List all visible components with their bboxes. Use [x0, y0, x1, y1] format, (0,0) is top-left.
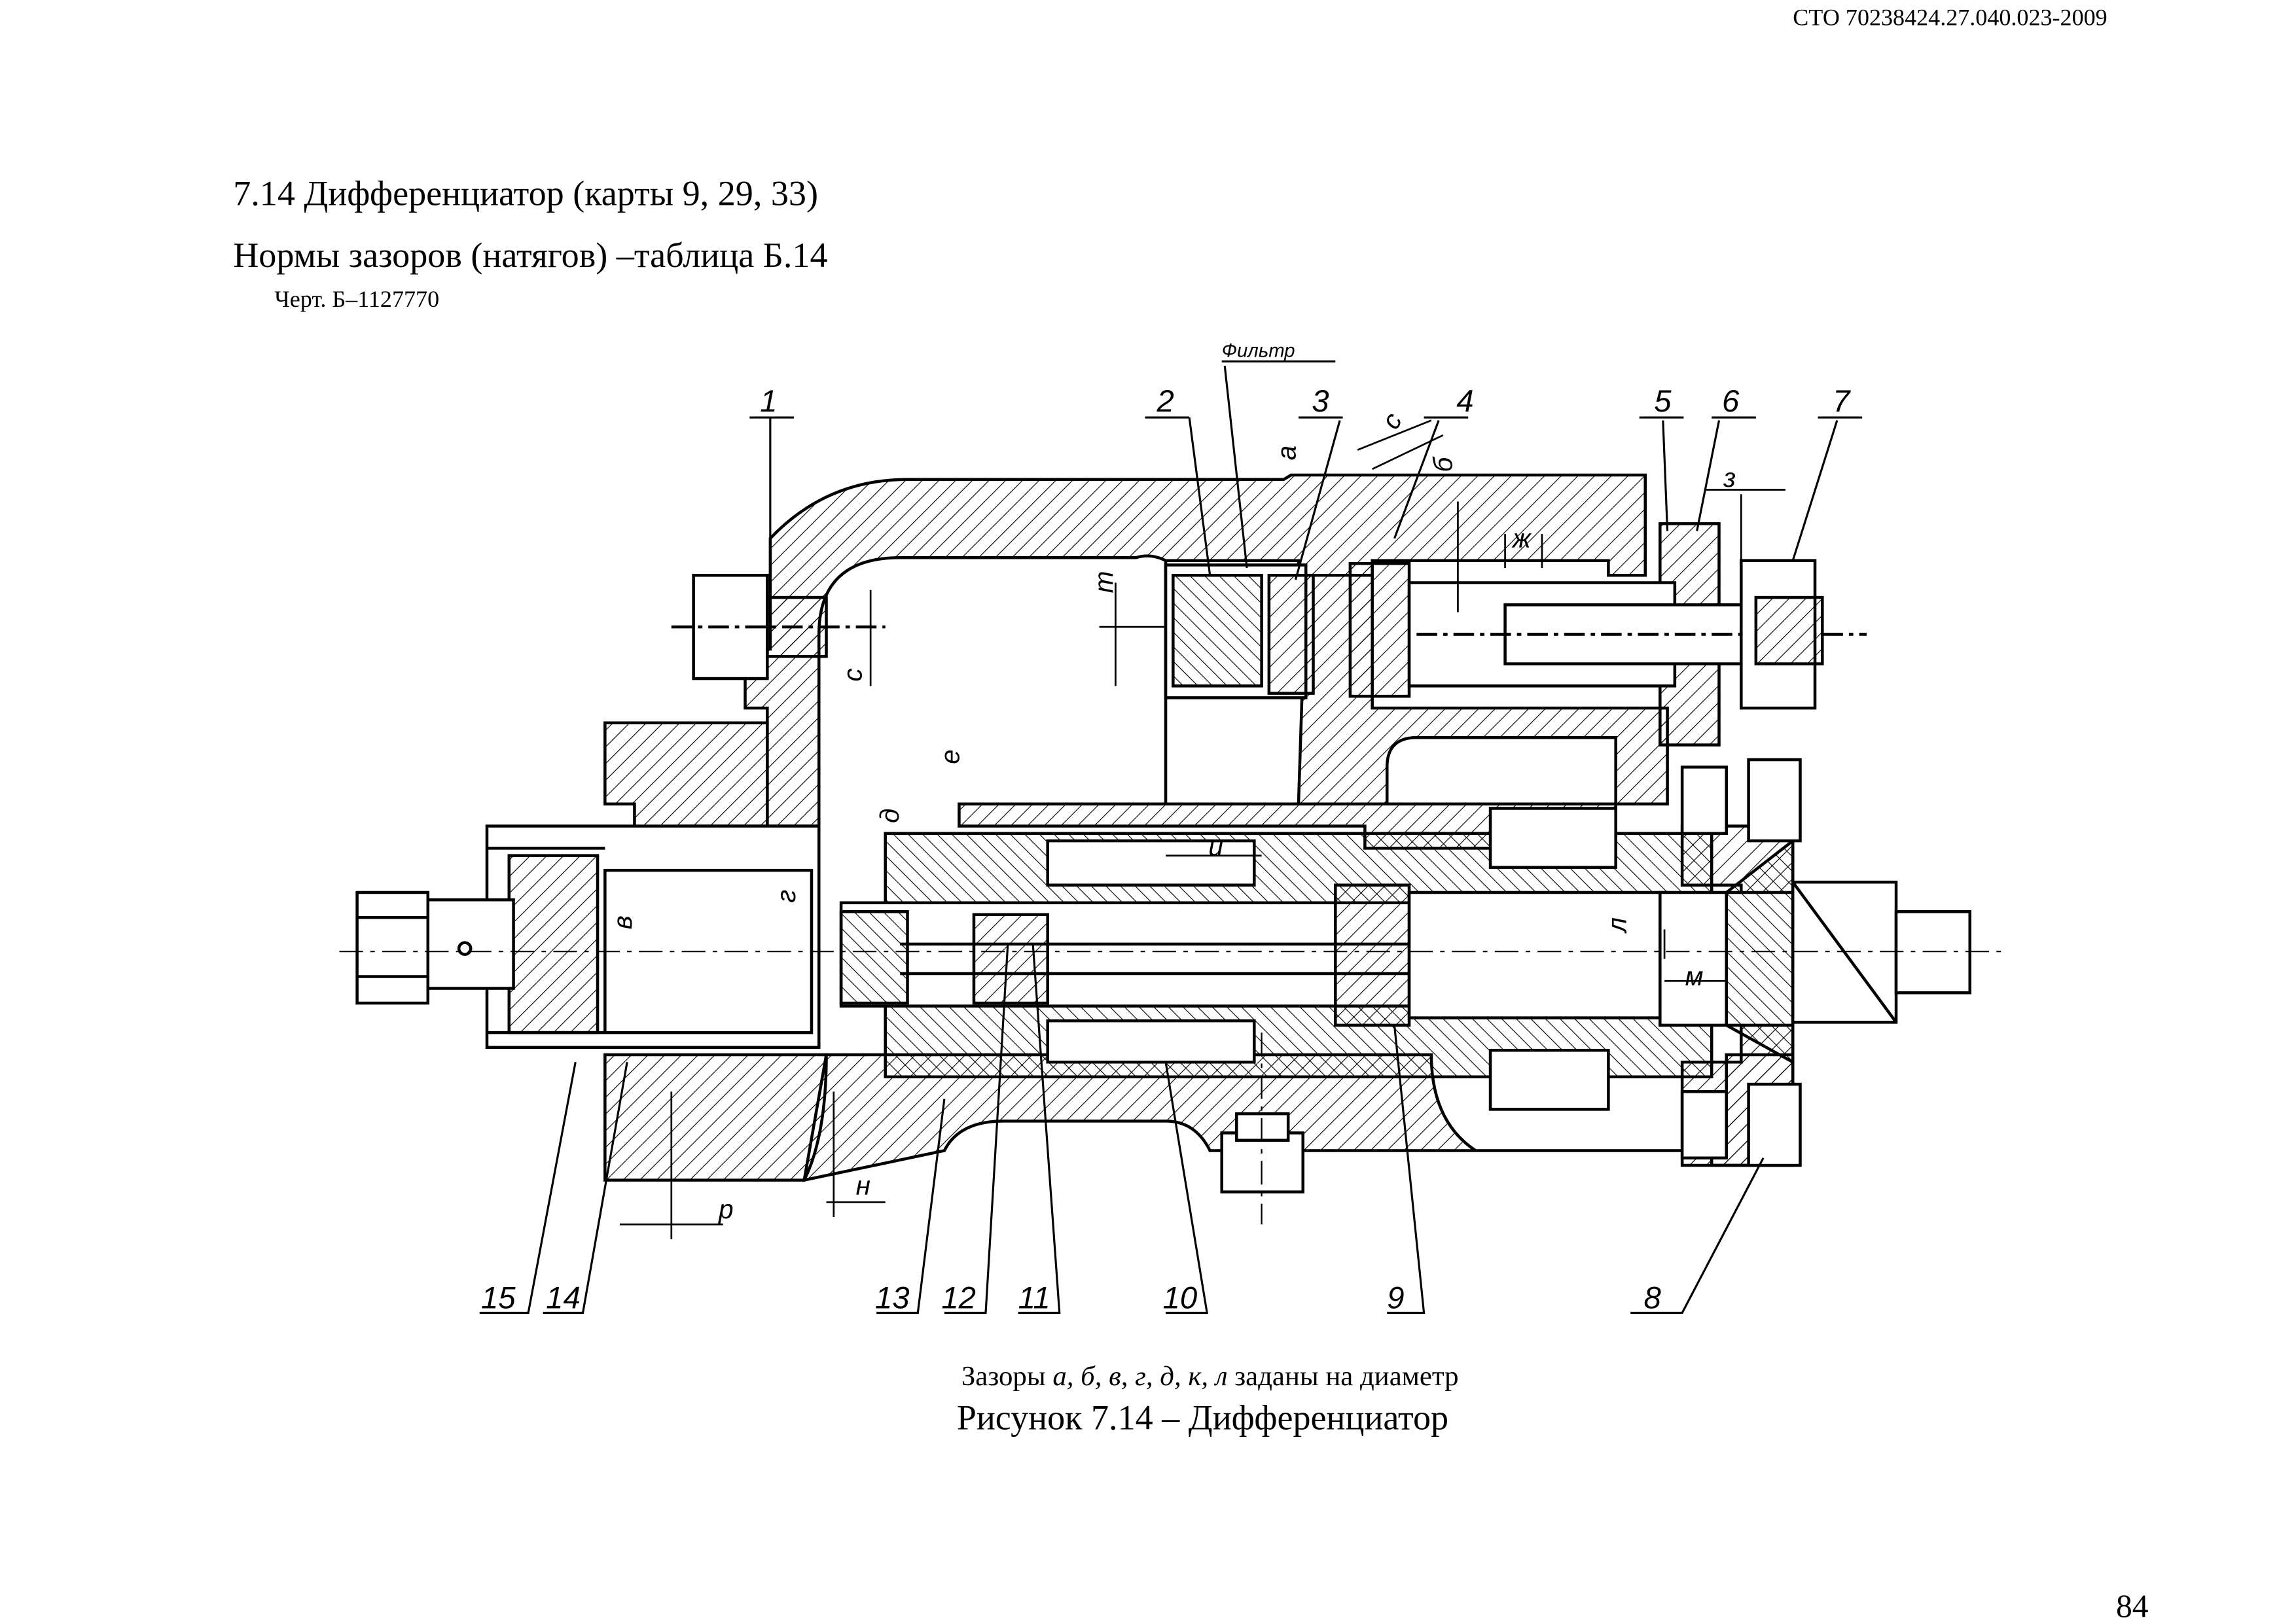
callout-14: 14	[546, 1281, 581, 1316]
top-left-plug	[671, 574, 886, 680]
callout-10: 10	[1163, 1281, 1198, 1316]
callout-15: 15	[481, 1281, 516, 1316]
clearance-norms-reference: Нормы зазоров (натягов) –таблица Б.14	[233, 237, 828, 276]
gap-letter-v: в	[607, 915, 637, 929]
gap-letter-z: з	[1723, 463, 1736, 493]
filter-label: Фильтр	[1222, 340, 1295, 362]
callout-4: 4	[1456, 384, 1473, 419]
gap-letter-n: н	[856, 1171, 870, 1201]
callout-8: 8	[1644, 1281, 1662, 1316]
gap-letter-r: р	[717, 1194, 734, 1224]
gap-letter-s-left: с	[838, 668, 868, 681]
callout-1: 1	[760, 384, 777, 419]
drawing-number: Черт. Б–1127770	[274, 287, 440, 313]
document-code: СТО 70238424.27.040.023-2009	[1793, 6, 2108, 31]
gap-letter-i: и	[1208, 832, 1223, 862]
gap-letter-g: г	[771, 890, 801, 903]
gap-letter-d: д	[874, 809, 905, 823]
callout-3: 3	[1312, 384, 1329, 419]
gap-markers	[619, 419, 1785, 1239]
callout-numbers: 1 2 3 4 5 6 7 8 9 10 11 12 13 14 15	[481, 384, 1851, 1316]
spool-assembly	[839, 838, 1795, 1065]
center-lines	[339, 951, 2007, 1225]
callout-13: 13	[875, 1281, 910, 1316]
callout-5: 5	[1654, 384, 1672, 419]
gap-letter-t: т	[1088, 571, 1119, 593]
filter-and-valve-assembly	[1164, 559, 1867, 710]
gap-letter-b: б	[1427, 455, 1458, 472]
gap-letter-s-top: с	[1375, 408, 1408, 434]
clearance-note: Зазоры а, б, в, г, д, к, л заданы на диа…	[961, 1361, 1459, 1393]
callout-11: 11	[1018, 1281, 1050, 1316]
page-number: 84	[2115, 1587, 2149, 1624]
gap-letter-m: м	[1685, 961, 1704, 991]
housing-body	[603, 473, 1795, 1182]
section-title: 7.14 Дифференциатор (карты 9, 29, 33)	[233, 175, 819, 214]
callout-leaders	[479, 360, 1863, 1315]
callout-12: 12	[941, 1281, 976, 1316]
figure-caption: Рисунок 7.14 – Дифференциатор	[956, 1400, 1449, 1439]
gap-letter-zh: ж	[1511, 523, 1532, 553]
left-piston-assembly	[355, 824, 821, 1049]
callout-2: 2	[1157, 384, 1174, 419]
callout-9: 9	[1387, 1281, 1404, 1316]
gap-letter-l: л	[1602, 917, 1632, 934]
gap-letter-e: е	[935, 749, 965, 764]
callout-7: 7	[1833, 384, 1851, 419]
gap-letter-a: а	[1271, 446, 1301, 461]
callout-6: 6	[1722, 384, 1740, 419]
fasteners	[1220, 758, 1802, 1193]
